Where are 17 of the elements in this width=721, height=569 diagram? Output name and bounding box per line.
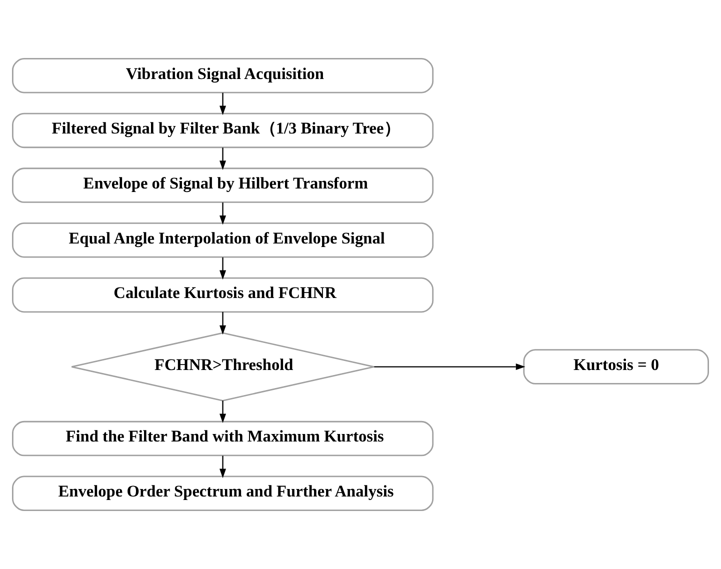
arrow bbox=[220, 202, 226, 225]
arrow bbox=[220, 456, 226, 478]
node-box: Equal Angle Interpolation of Envelope Signal bbox=[12, 222, 434, 258]
arrow bbox=[374, 364, 526, 370]
arrow bbox=[220, 312, 226, 335]
node-diamond: FCHNR>Threshold bbox=[70, 332, 375, 402]
node-box: Vibration Signal Acquisition bbox=[12, 58, 434, 94]
arrow bbox=[220, 92, 226, 116]
arrow bbox=[220, 148, 226, 170]
node-box: Find the Filter Band with Maximum Kurtosis bbox=[12, 420, 434, 456]
node-box: Calculate Kurtosis and FCHNR bbox=[12, 277, 434, 313]
node-box: Filtered Signal by Filter Bank（1/3 Binary Tree） bbox=[12, 112, 434, 148]
node-box: Kurtosis = 0 bbox=[523, 349, 709, 384]
node-box: Envelope of Signal by Hilbert Transform bbox=[12, 168, 434, 203]
arrow bbox=[220, 400, 226, 424]
arrow bbox=[220, 257, 226, 280]
node-box: Envelope Order Spectrum and Further Analysis bbox=[12, 476, 434, 512]
